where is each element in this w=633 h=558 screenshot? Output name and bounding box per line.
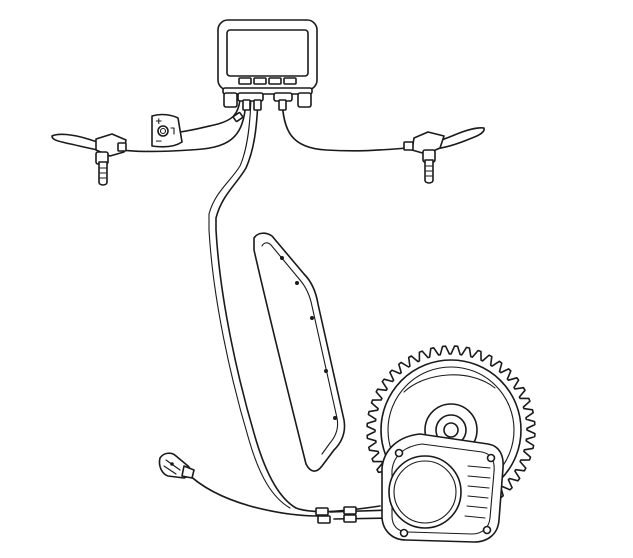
battery-screws: [280, 256, 337, 420]
display-unit: [217, 19, 318, 111]
cable-harness: [121, 97, 409, 521]
motor-connectors: [315, 506, 357, 524]
power-button: [157, 125, 169, 137]
main-cable: [215, 97, 381, 513]
button-control-pad: + −: [151, 113, 183, 148]
display-buttons: [238, 77, 297, 85]
crank-spindle: [443, 422, 459, 438]
display-screen: [226, 29, 309, 77]
brake-lever-right: [403, 127, 485, 184]
right-brake-cable: [281, 97, 409, 152]
battery-pack: [253, 232, 346, 472]
speed-sensor-cable: [185, 471, 319, 517]
display-mount-right: [297, 92, 312, 108]
brake-lever-left: [51, 133, 127, 186]
motor-fins: [464, 465, 491, 519]
display-mount-left: [223, 92, 238, 108]
mid-drive-motor: [381, 403, 504, 543]
left-brake-cable: [121, 99, 247, 153]
motor-cover: [388, 455, 462, 529]
plus-symbol: +: [155, 117, 163, 127]
speed-sensor: [158, 452, 195, 479]
minus-symbol: −: [155, 137, 163, 147]
control-pad-cable: [179, 99, 241, 133]
